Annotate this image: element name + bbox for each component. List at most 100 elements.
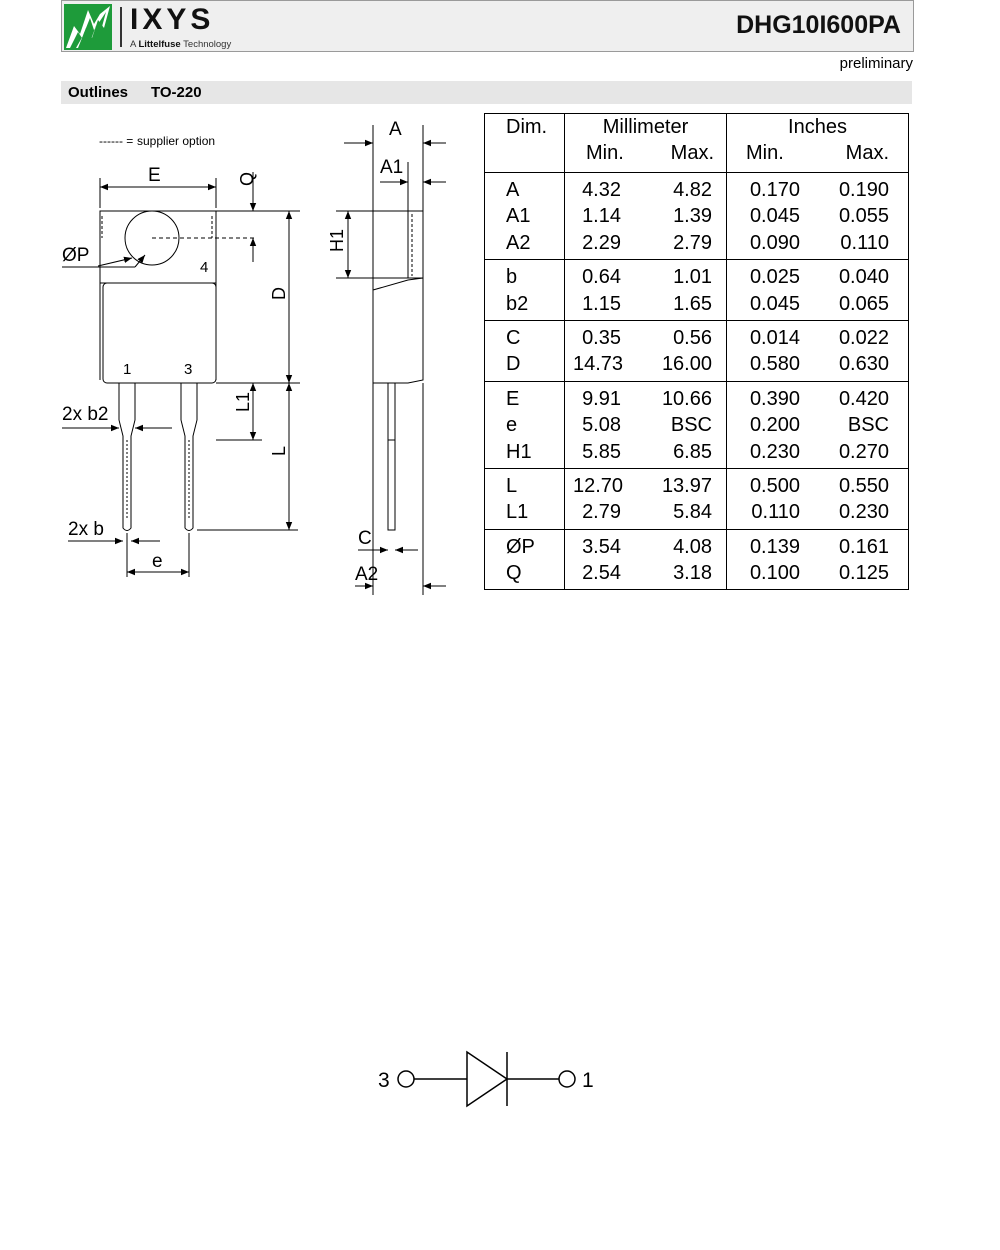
dim-label-D: D	[269, 287, 289, 300]
inch-max-value: 0.055	[838, 205, 889, 228]
dim-label-A: A	[389, 119, 402, 140]
header-inch-cell: Inches Min. Max.	[726, 113, 909, 173]
dim-symbol: ØP	[506, 535, 535, 558]
dim-label-b: 2x b	[68, 519, 104, 540]
pin-label-left: 3	[378, 1069, 390, 1092]
dim-symbol: b2	[506, 292, 529, 315]
inch-max-value: 0.420	[838, 387, 889, 410]
dim-label-H1: H1	[327, 229, 347, 252]
pin-label-right: 1	[582, 1069, 594, 1092]
mm-max-value: 13.97	[661, 474, 712, 497]
inch-max-value: 0.190	[838, 179, 889, 201]
mm-max-value: 5.84	[673, 501, 712, 524]
diode-schematic: 3 1	[378, 1050, 594, 1108]
header-in-max: Max.	[845, 142, 889, 165]
page-header: IXYS A Littelfuse Technology DHG10I600PA	[61, 0, 914, 52]
logo-text: IXYS	[130, 3, 215, 36]
inch-min-value: 0.090	[749, 231, 800, 254]
header-millimeter: Millimeter	[602, 116, 689, 138]
dim-label-OP: ØP	[62, 245, 89, 266]
ixys-logo-icon	[64, 4, 112, 50]
dim-symbol: H1	[506, 440, 532, 463]
part-number: DHG10I600PA	[736, 11, 901, 39]
mm-max-value: 6.85	[673, 440, 712, 463]
header-mm-max: Max.	[670, 142, 714, 165]
mm-min-value: 12.70	[573, 474, 624, 497]
dim-label-L1: L1	[233, 392, 253, 412]
inch-max-value: 0.022	[838, 326, 889, 349]
mm-row: 0.64 1.01	[573, 264, 712, 290]
logo-tagline: A Littelfuse Technology	[130, 39, 232, 50]
dim-label-C: C	[358, 528, 372, 549]
dim-symbol: A2	[506, 231, 531, 254]
inch-max-value: 0.065	[838, 292, 889, 315]
dimension-table: Dim. Millimeter Min. Max. Inches Min. Ma…	[484, 113, 909, 591]
inch-min-value: 0.230	[749, 440, 800, 463]
inch-max-value: 0.161	[838, 535, 889, 558]
lead-3	[180, 383, 198, 531]
inch-max-value: 0.040	[838, 266, 889, 289]
inch-row: 0.230 0.270	[745, 439, 889, 465]
mm-min-value: 0.64	[582, 266, 621, 289]
dim-symbol: L1	[506, 501, 529, 524]
mm-row: 12.70 13.97	[573, 473, 712, 499]
dim-symbol: E	[506, 387, 520, 410]
dim-label-L: L	[269, 446, 289, 456]
inch-min-value: 0.025	[749, 266, 800, 289]
header-dim-cell: Dim.	[484, 113, 565, 173]
inch-row: 0.014 0.022	[745, 325, 889, 351]
mm-max-value: 1.01	[673, 266, 712, 289]
mm-max-value: 4.08	[673, 535, 712, 558]
dim-label-Q: Q	[237, 172, 257, 186]
header-mm-cell: Millimeter Min. Max.	[564, 113, 727, 173]
dim-label-e: e	[152, 551, 163, 572]
mm-max-value: 16.00	[661, 353, 712, 376]
inch-max-value: 0.270	[838, 440, 889, 463]
inch-min-value: 0.014	[749, 326, 800, 349]
inch-max-value: 0.550	[838, 474, 889, 497]
pin-number-3: 3	[184, 361, 192, 378]
mm-min-value: 2.29	[582, 231, 621, 254]
mm-min-value: 4.32	[582, 179, 621, 201]
dim-symbol: C	[506, 326, 521, 349]
mm-max-value: 10.66	[661, 387, 712, 410]
inch-min-value: 0.110	[751, 501, 800, 524]
dim-label-E: E	[148, 165, 161, 186]
mm-min-value: 2.54	[582, 562, 621, 585]
dim-symbol: e	[506, 414, 518, 437]
header-mm-min: Min.	[586, 142, 624, 165]
dim-symbol: b	[506, 266, 518, 289]
package-name: TO-220	[151, 84, 202, 101]
dim-label-b2: 2x b2	[62, 404, 108, 425]
mm-max-value: 1.39	[673, 205, 712, 228]
logo-divider	[120, 7, 122, 47]
